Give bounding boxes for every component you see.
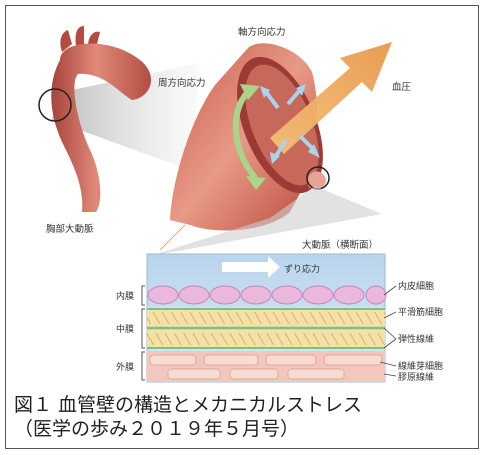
thoracic-aorta-label: 胸部大動脈 xyxy=(46,223,94,235)
collagen-fibers-label: 膠原線維 xyxy=(398,371,434,383)
media-label: 中膜 xyxy=(116,323,134,335)
circumferential-stress-label: 周方向応力 xyxy=(158,77,206,89)
layer-brackets xyxy=(142,286,145,380)
fibroblasts-label: 線維芽細胞 xyxy=(398,360,443,372)
shear-stress-label: ずり応力 xyxy=(284,263,320,275)
intima-label: 内膜 xyxy=(116,290,134,302)
caption-title: 図１ 血管壁の構造とメカニカルストレス xyxy=(14,393,474,417)
aorta-cross-section-label: 大動脈（横断面） xyxy=(302,239,378,251)
cross-section-panel: ずり応力 xyxy=(147,254,386,382)
adventitia-label: 外膜 xyxy=(116,361,134,373)
endothelial-cells-label: 内皮細胞 xyxy=(398,280,434,292)
endothelial-cell-row xyxy=(148,286,386,304)
smooth-muscle-cells-label: 平滑筋細胞 xyxy=(398,306,443,318)
figure-caption: 図１ 血管壁の構造とメカニカルストレス （医学の歩み２０１９年５月号） xyxy=(14,393,474,441)
blood-pressure-label: 血圧 xyxy=(392,81,412,93)
smooth-muscle-layer-1 xyxy=(147,312,385,324)
elastic-fibers-label: 弾性線維 xyxy=(398,333,434,345)
caption-source: （医学の歩み２０１９年５月号） xyxy=(14,417,474,441)
smooth-muscle-layer-2 xyxy=(147,333,385,345)
axial-stress-label: 軸方向応力 xyxy=(238,26,286,38)
